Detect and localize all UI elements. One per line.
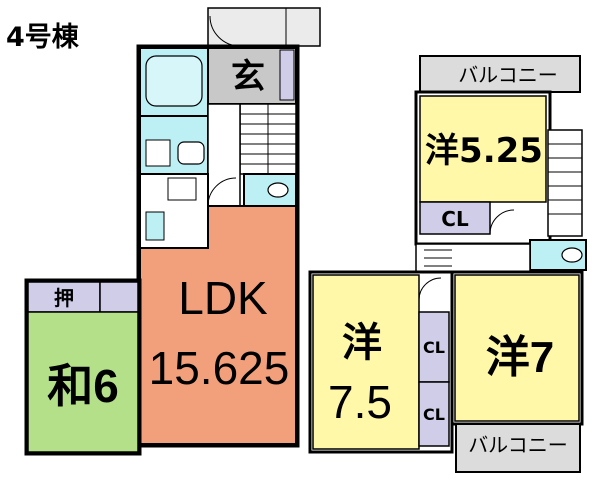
porch — [207, 7, 321, 47]
washitsu-label: 和6 — [47, 360, 119, 412]
washitsu-room — [27, 311, 139, 453]
washitsu-closet-side — [99, 281, 139, 313]
room-b-label: 洋 — [342, 320, 382, 366]
oshiire-label: 押 — [54, 286, 74, 310]
balcony-bottom — [455, 423, 581, 473]
room-b — [312, 274, 420, 450]
room-a-closet — [419, 201, 491, 235]
room-a-label: 洋5.25 — [425, 131, 543, 171]
room-b-closet-2 — [418, 381, 450, 447]
shoe-closet — [279, 49, 295, 101]
bathtub-icon — [145, 55, 203, 107]
room-b-size: 7.5 — [328, 376, 392, 428]
toilet-icon — [267, 182, 289, 198]
stairs-2f — [547, 129, 583, 237]
room-a-closet-label: CL — [441, 207, 469, 231]
entrance-label: 玄 — [231, 57, 265, 97]
floor-1: 玄 LDK — [24, 7, 321, 456]
room-a — [419, 95, 547, 203]
washer-icon — [145, 139, 171, 167]
balcony-top — [419, 55, 581, 93]
room-c-label: 洋7 — [486, 333, 554, 382]
balcony-top-label: バルコニー — [458, 63, 558, 87]
room-c — [454, 274, 580, 422]
room-b-closet-1-label: CL — [423, 338, 445, 357]
toilet-icon-2f — [561, 247, 583, 263]
sink-icon — [177, 141, 205, 165]
hall-2f — [415, 243, 531, 275]
ldk-label: LDK — [178, 272, 268, 324]
room-b-closet-1 — [418, 311, 450, 383]
room-b-closet-2-label: CL — [423, 405, 445, 424]
balcony-bottom-label: バルコニー — [468, 433, 568, 457]
ldk-size: 15.625 — [149, 342, 290, 394]
stairs-1f — [239, 103, 297, 175]
building-title: 4号棟 — [6, 22, 80, 53]
floor-2: バルコニー 洋5.25 CL 洋 7.5 CL — [308, 55, 587, 473]
